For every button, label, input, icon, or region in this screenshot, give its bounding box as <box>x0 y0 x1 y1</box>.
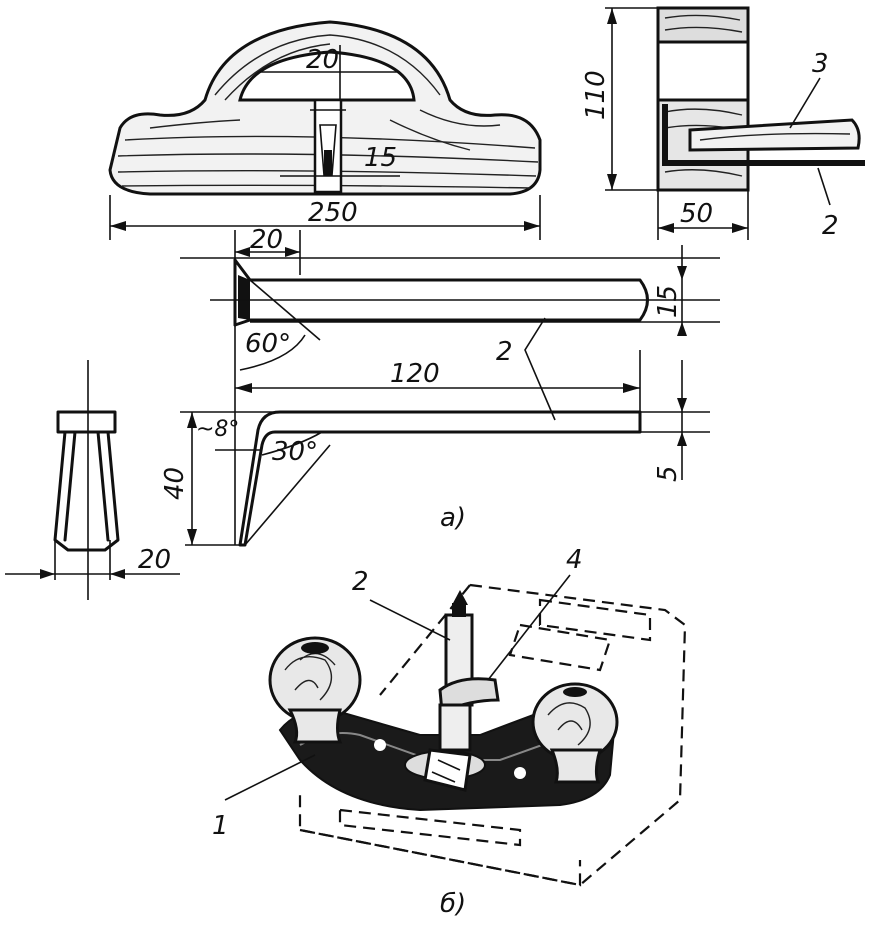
dim-label: 20 <box>138 545 171 575</box>
part-4-callout: 4 <box>487 545 583 681</box>
dim-label: 40 <box>160 467 190 500</box>
handle-body <box>108 20 542 196</box>
cross-section <box>656 6 865 192</box>
dim-label: 60° <box>245 329 291 359</box>
part-2-callout-section: 2 <box>817 167 839 241</box>
dim-length-120: 120 <box>235 350 641 430</box>
part-label-3: 3 <box>812 49 829 79</box>
dim-flat-20: 20 <box>235 225 301 275</box>
dim-slot-20: 20 <box>260 45 400 100</box>
dim-angle-60: 60° <box>239 329 306 371</box>
dim-label: 15 <box>364 143 397 173</box>
dim-width-50: 50 <box>657 190 749 240</box>
part-2-callout-blade: 2 <box>496 317 556 421</box>
blade-side-view <box>180 410 710 547</box>
dim-tip-40: 40 <box>160 412 197 545</box>
dim-label: 20 <box>306 45 339 75</box>
part-2-callout-assembly: 2 <box>352 567 451 641</box>
dim-thickness-5: 5 <box>653 360 687 482</box>
right-knob <box>531 682 619 784</box>
dim-label: 50 <box>680 199 713 229</box>
dim-label: 120 <box>390 359 440 389</box>
dim-blade-slot-15: 15 <box>280 143 400 177</box>
part-label-1: 1 <box>212 811 229 841</box>
part-label-4: 4 <box>566 545 583 575</box>
dim-label: 110 <box>581 70 611 120</box>
dim-label: 20 <box>250 225 283 255</box>
shank-view: 20 <box>5 360 180 600</box>
dim-angle-8: ~8° <box>196 417 260 451</box>
blade-top-view <box>180 230 720 545</box>
assembled-router-plane <box>268 583 687 887</box>
part-label-2: 2 <box>496 337 513 367</box>
dim-height-110: 110 <box>581 7 658 191</box>
dim-label: 30° <box>272 437 318 467</box>
panel-label-b: б) <box>440 889 466 919</box>
dim-label: 250 <box>308 198 358 228</box>
panel-label-a: а) <box>440 503 466 533</box>
dim-handle-250: 250 <box>109 195 541 240</box>
dim-label: ~8° <box>196 417 239 442</box>
part-1-callout: 1 <box>212 754 316 841</box>
dim-thickness-15: 15 <box>653 245 687 336</box>
part-label-2: 2 <box>352 567 369 597</box>
left-knob <box>268 636 362 744</box>
dim-label: 5 <box>653 465 683 482</box>
dim-angle-30: 30° <box>261 431 323 467</box>
part-label-2: 2 <box>822 211 839 241</box>
blade-post <box>423 590 500 792</box>
dim-label: 15 <box>653 285 683 318</box>
part-3-callout: 3 <box>789 49 829 129</box>
